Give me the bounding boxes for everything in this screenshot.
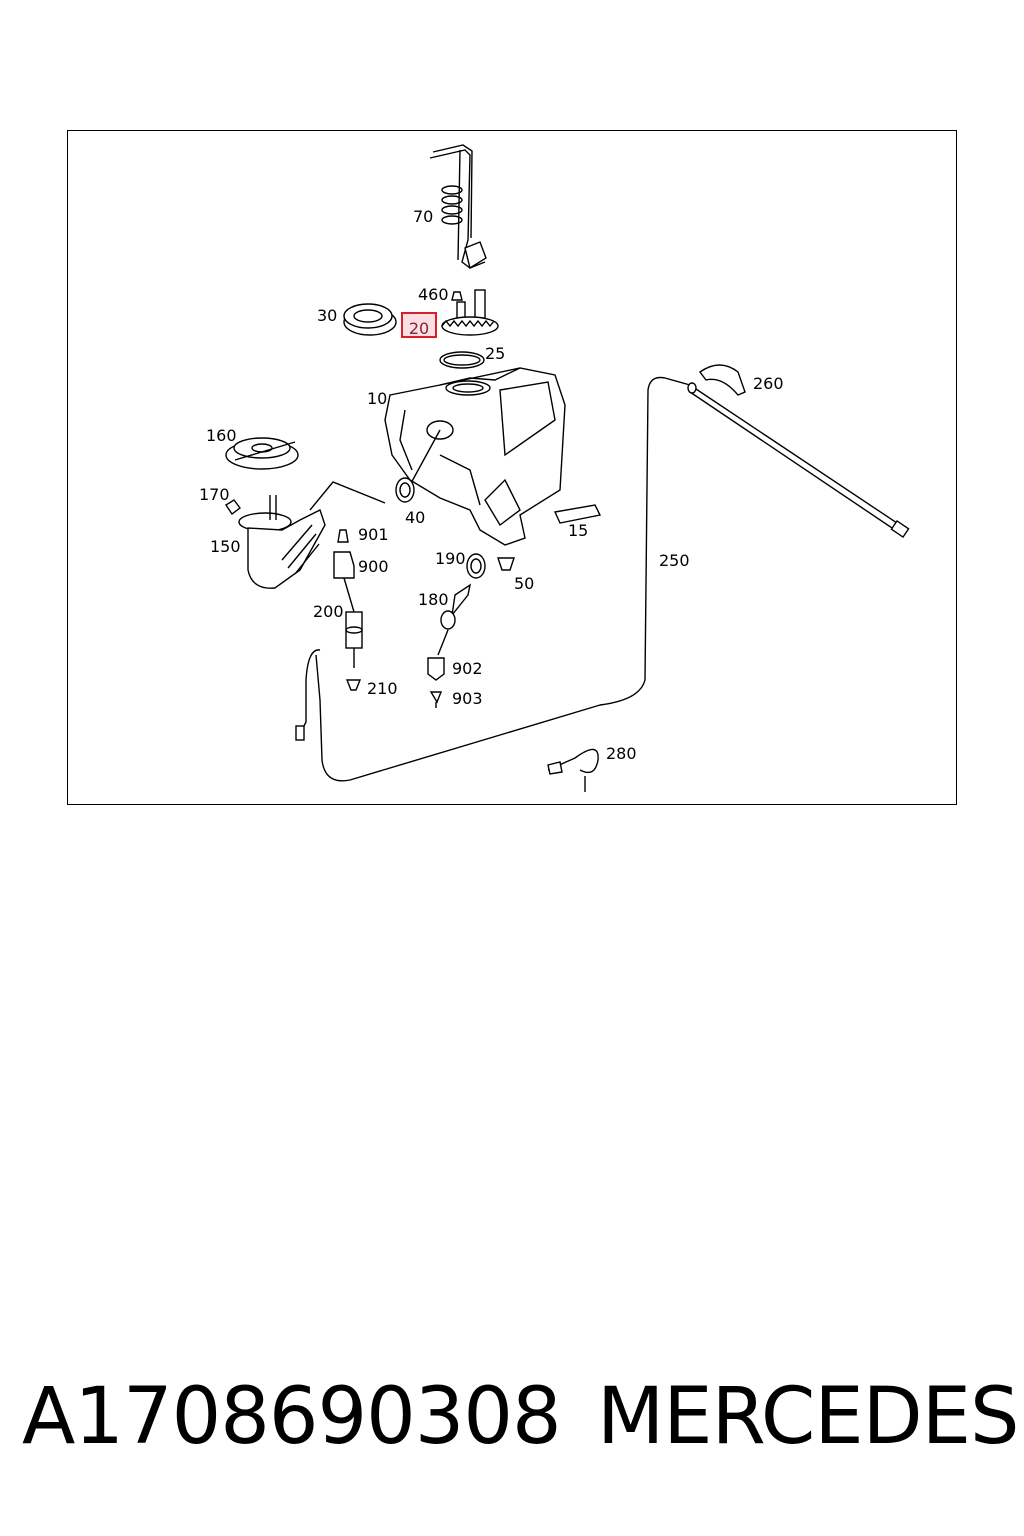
callout-460: 460 (418, 285, 449, 304)
diagram-frame (67, 130, 957, 805)
wiring-harness (299, 376, 691, 782)
part-30-cap (343, 303, 397, 336)
callout-260: 260 (753, 374, 784, 393)
part-170-clip (225, 499, 241, 516)
part-190-grommet (466, 553, 486, 579)
callout-160: 160 (206, 426, 237, 445)
part-160-lid (225, 437, 299, 470)
callout-900: 900 (358, 557, 389, 576)
callout-902: 902 (452, 659, 483, 678)
callout-40: 40 (405, 508, 426, 527)
part-280-cable-tie (547, 748, 599, 792)
part-20-pump (441, 289, 499, 336)
callout-20: 20 (408, 319, 430, 338)
callout-10: 10 (367, 389, 388, 408)
callout-280: 280 (606, 744, 637, 763)
part-903-plug (429, 691, 443, 704)
footer: A1708690308 MERCEDES (0, 1372, 1024, 1472)
callout-190: 190 (435, 549, 466, 568)
part-25-gasket (439, 351, 485, 369)
callout-210: 210 (367, 679, 398, 698)
callout-50: 50 (514, 574, 535, 593)
callout-150: 150 (210, 537, 241, 556)
part-150-filler-neck (238, 481, 386, 589)
part-460-valve (451, 291, 463, 301)
part-210-clip (345, 679, 362, 691)
part-180-sensor (437, 583, 472, 656)
callout-250: 250 (659, 551, 690, 570)
part-900-connector (333, 551, 355, 579)
part-70-tube-coil (429, 144, 487, 270)
callout-180: 180 (418, 590, 449, 609)
callout-30: 30 (317, 306, 338, 325)
part-50-cap (497, 557, 515, 571)
callout-200: 200 (313, 602, 344, 621)
callout-70: 70 (413, 207, 434, 226)
callout-25: 25 (485, 344, 506, 363)
brand-name: MERCEDES (597, 1372, 1019, 1462)
callout-170: 170 (199, 485, 230, 504)
part-number: A1708690308 (22, 1372, 562, 1462)
callout-903: 903 (452, 689, 483, 708)
part-902-connector (427, 657, 445, 681)
part-10-reservoir (384, 367, 566, 546)
part-15-strap (553, 504, 602, 524)
callout-901: 901 (358, 525, 389, 544)
part-250-hose (687, 382, 910, 539)
part-260-bracket (699, 364, 746, 396)
callout-15: 15 (568, 521, 589, 540)
part-40-grommet (395, 477, 415, 503)
part-901-plug (337, 529, 349, 543)
part-200-pump-motor (343, 577, 363, 668)
highlighted-part-20[interactable]: 20 (401, 312, 437, 338)
